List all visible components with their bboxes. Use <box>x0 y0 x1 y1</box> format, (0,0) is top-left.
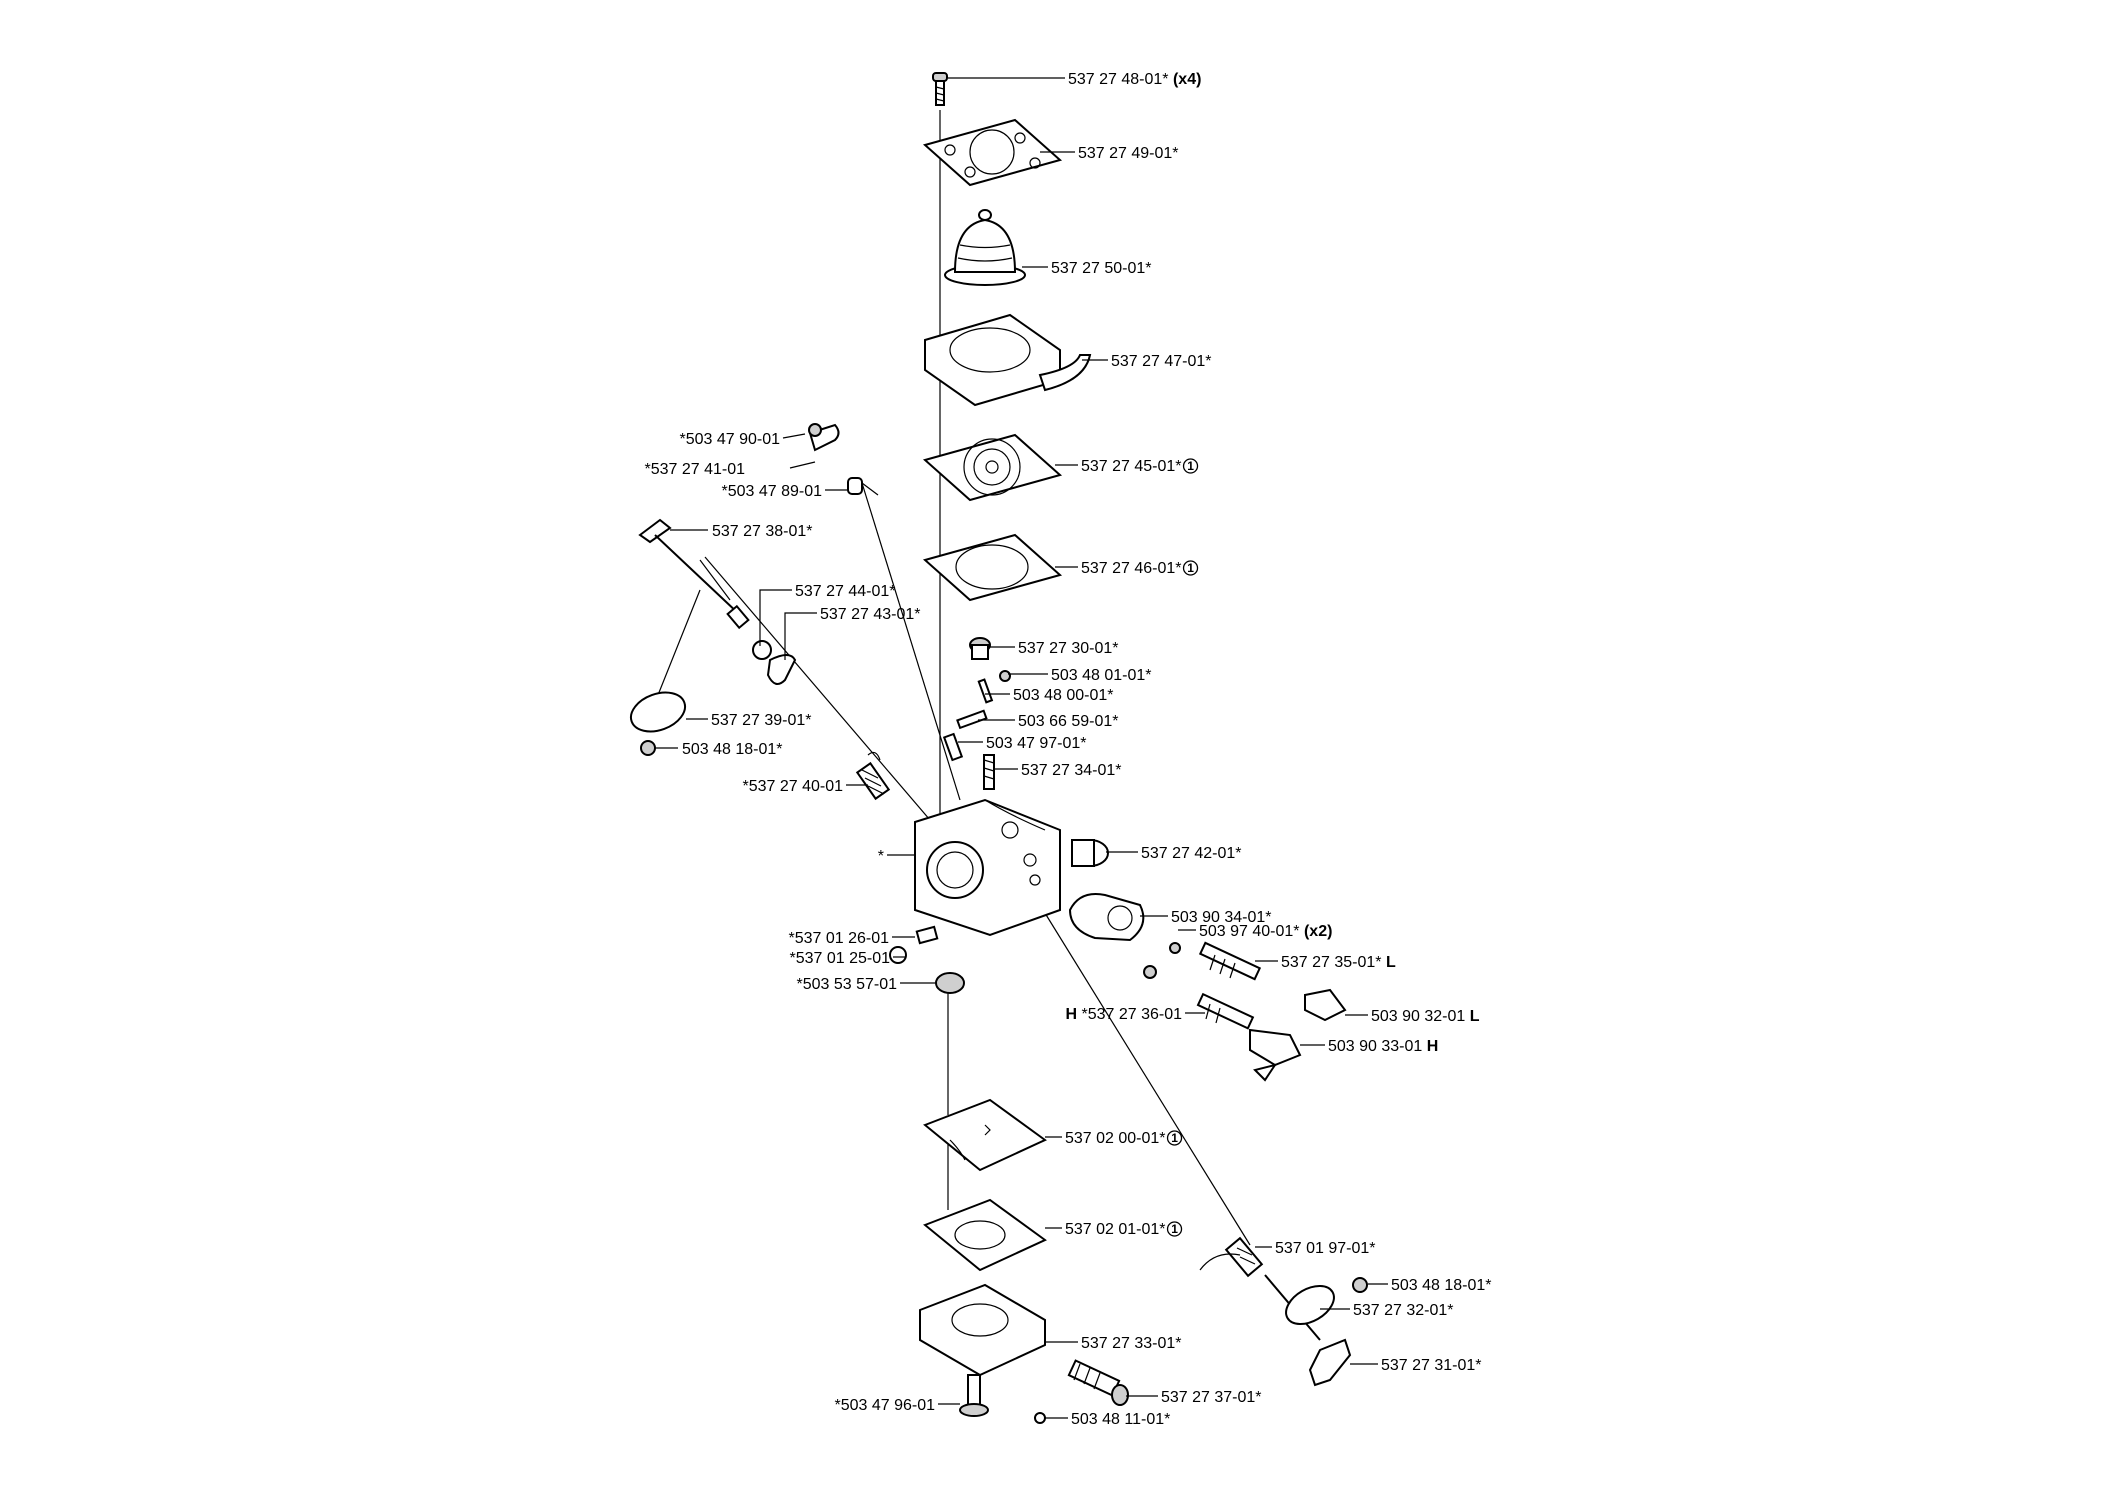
callout-label: *503 53 57-01 <box>796 976 897 993</box>
svg-text:1: 1 <box>1187 561 1194 575</box>
callout-label: *503 47 89-01 <box>721 483 822 500</box>
part-needle-h <box>1196 992 1302 1082</box>
part-small-components <box>942 637 1011 790</box>
svg-text:1: 1 <box>1171 1131 1178 1145</box>
circled-note-marker: 1 <box>1166 1221 1183 1237</box>
callout-label: 537 27 48-01* (x4) <box>1068 71 1201 88</box>
callout-label: 503 90 34-01* <box>1171 909 1272 926</box>
callout-label: * <box>878 848 884 865</box>
callout-label: 537 27 50-01* <box>1051 260 1152 277</box>
part-idle-adjust <box>889 925 965 994</box>
part-lever-small <box>808 423 863 495</box>
part-pump-diaphragm <box>922 433 1063 502</box>
callout-label: 537 27 38-01* <box>712 523 813 540</box>
callout-label: 537 27 33-01* <box>1081 1335 1182 1352</box>
callout-label: 503 90 33-01 H <box>1328 1038 1438 1055</box>
part-carburetor-body <box>914 798 1061 937</box>
callout-label: 503 48 18-01* <box>1391 1277 1492 1294</box>
callout-label: 503 47 97-01* <box>986 735 1087 752</box>
svg-text:1: 1 <box>1171 1222 1178 1236</box>
callout-label: 537 27 34-01* <box>1021 762 1122 779</box>
callout-label: *537 01 25-01 <box>789 950 890 967</box>
part-choke-lever-assembly <box>1199 1236 1368 1387</box>
part-screw-top <box>932 72 948 106</box>
callout-label: *503 47 96-01 <box>834 1397 935 1414</box>
callout-label: 537 02 01-01* <box>1065 1221 1166 1238</box>
part-fuel-valve-assembly <box>1068 839 1181 979</box>
callout-label: 503 90 32-01 L <box>1371 1008 1480 1025</box>
part-pump-housing <box>924 313 1092 407</box>
part-metering-cover <box>919 1283 1046 1424</box>
part-choke-plate <box>629 691 687 756</box>
callout-label: 537 27 49-01* <box>1078 145 1179 162</box>
callout-label: 503 48 01-01* <box>1051 667 1152 684</box>
part-throttle-shaft <box>638 518 750 630</box>
callout-label: 537 27 31-01* <box>1381 1357 1482 1374</box>
callout-label: 537 27 47-01* <box>1111 353 1212 370</box>
callout-label: 537 01 97-01* <box>1275 1240 1376 1257</box>
callout-label: 537 02 00-01* <box>1065 1130 1166 1147</box>
callout-label: 537 27 46-01* <box>1081 560 1182 577</box>
part-cover-plate <box>922 118 1063 187</box>
callout-label: 537 27 35-01* L <box>1281 954 1396 971</box>
callout-label: 503 48 18-01* <box>682 741 783 758</box>
callout-label: 537 27 43-01* <box>820 606 921 623</box>
part-metering-gasket <box>923 1198 1047 1272</box>
callout-label: 503 48 11-01* <box>1071 1411 1170 1428</box>
part-needle-l <box>1198 941 1347 1022</box>
callout-label: 537 27 45-01* <box>1081 458 1182 475</box>
part-primer-bulb <box>944 209 1026 286</box>
circled-note-marker: 1 <box>1166 1130 1183 1146</box>
callout-label: *537 27 40-01 <box>742 778 843 795</box>
callout-label: *537 01 26-01 <box>788 930 889 947</box>
callout-label: 537 27 30-01* <box>1018 640 1119 657</box>
callout-label: 537 27 39-01* <box>711 712 812 729</box>
svg-text:1: 1 <box>1187 459 1194 473</box>
part-metering-diaphragm <box>923 1098 1047 1172</box>
callout-label: 537 27 37-01* <box>1161 1389 1262 1406</box>
callout-label: 537 27 42-01* <box>1141 845 1242 862</box>
part-idle-screw <box>1067 1359 1129 1406</box>
callout-label: 503 48 00-01* <box>1013 687 1114 704</box>
callout-label: H *537 27 36-01 <box>1065 1006 1182 1023</box>
part-pump-gasket <box>922 533 1063 602</box>
callout-label: *537 27 41-01 <box>644 461 745 478</box>
callout-label: *503 47 90-01 <box>679 431 780 448</box>
callout-labels: 537 27 48-01* (x4) 537 27 49-01* 537 27 50… <box>644 71 1491 1428</box>
circled-note-marker: 1 <box>1182 560 1199 576</box>
part-detent-parts <box>752 640 797 685</box>
callout-label: 537 27 32-01* <box>1353 1302 1454 1319</box>
leader-lines <box>655 77 1388 1419</box>
callout-label: 503 66 59-01* <box>1018 713 1119 730</box>
callout-label: 503 97 40-01* (x2) <box>1199 923 1332 940</box>
callout-label: 537 27 44-01* <box>795 583 896 600</box>
circled-note-marker: 1 <box>1182 458 1199 474</box>
part-spring-left <box>855 751 891 801</box>
